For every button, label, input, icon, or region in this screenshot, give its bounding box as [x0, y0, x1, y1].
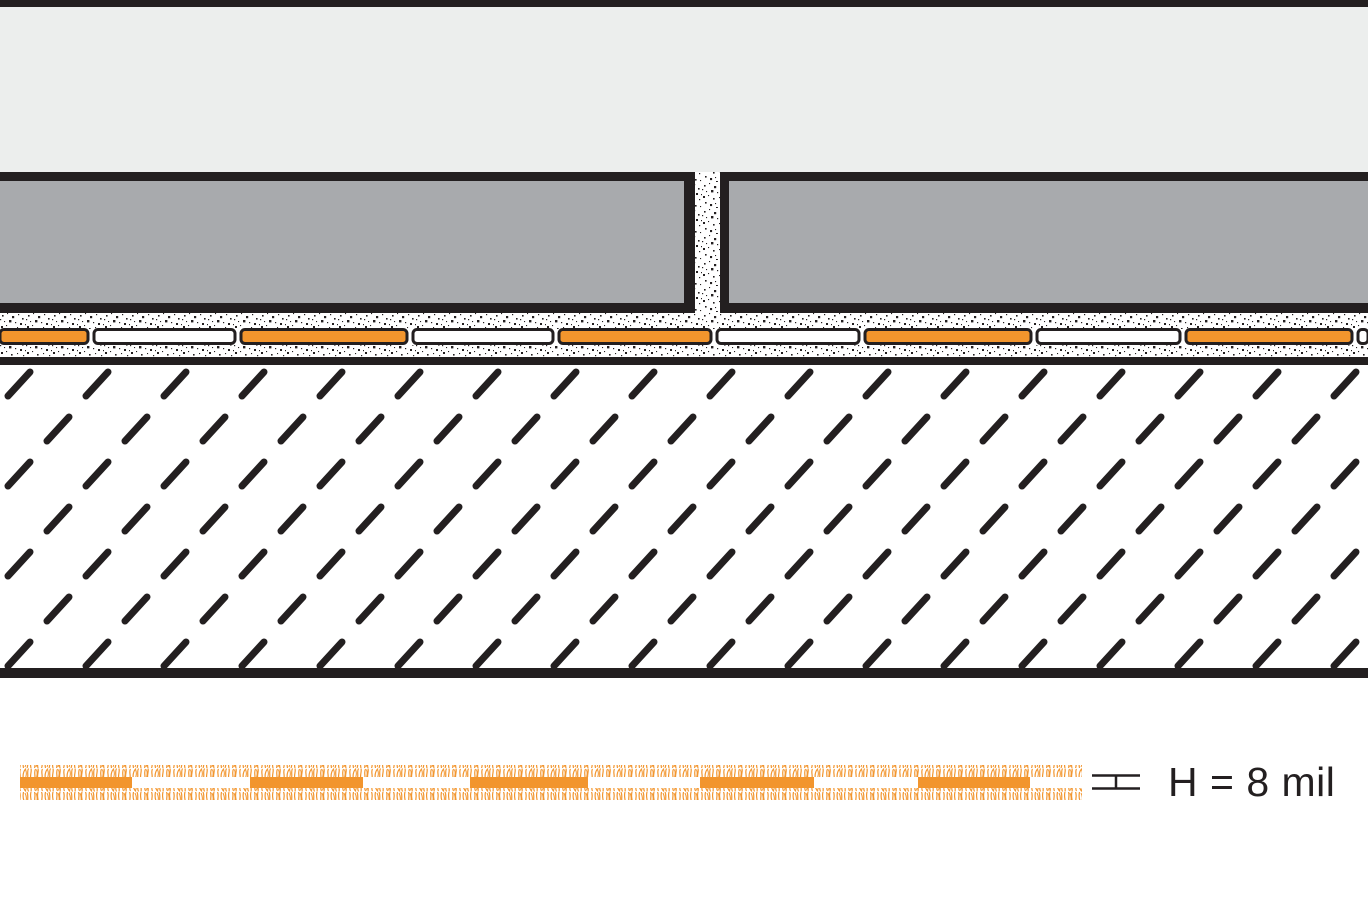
- top-edge-line: [0, 0, 1368, 7]
- membrane-segment-white: [132, 777, 250, 788]
- thinset-upper-layer: [0, 313, 1368, 329]
- membrane-segment-white: [411, 328, 555, 345]
- legend-fleece-top: [20, 765, 1082, 777]
- membrane-segment-white: [92, 328, 237, 345]
- membrane-segment-white: [715, 328, 861, 345]
- membrane-segment-orange: [918, 777, 1030, 788]
- thickness-label: H = 8 mil: [1168, 759, 1335, 805]
- tile-right: [729, 181, 1368, 303]
- membrane-segment-orange: [250, 777, 363, 788]
- membrane-segment-white: [1356, 328, 1368, 345]
- legend-fleece-bottom: [20, 788, 1082, 800]
- membrane-segment-orange: [20, 777, 132, 788]
- legend-membrane: [20, 765, 1082, 800]
- substrate-layer: [0, 365, 1368, 668]
- membrane-segment-orange: [470, 777, 588, 788]
- membrane-segment-white: [588, 777, 700, 788]
- membrane-segment-orange: [239, 328, 409, 345]
- membrane-layer: [0, 328, 1368, 345]
- membrane-segment-white: [814, 777, 918, 788]
- substrate-bottom-line: [0, 668, 1368, 678]
- membrane-segment-orange: [557, 328, 713, 345]
- membrane-segment-orange: [700, 777, 814, 788]
- grout-joint: [695, 172, 720, 314]
- legend-membrane-core: [20, 777, 1082, 788]
- upper-slab-layer: [0, 7, 1368, 172]
- thinset-lower-layer: [0, 345, 1368, 357]
- membrane-segment-white: [1035, 328, 1182, 345]
- membrane-segment-orange: [863, 328, 1033, 345]
- membrane-segment-white: [363, 777, 470, 788]
- membrane-segment-orange: [0, 328, 90, 345]
- membrane-segment-orange: [1184, 328, 1354, 345]
- tile-left: [0, 181, 684, 303]
- substrate-top-line: [0, 357, 1368, 365]
- membrane-segment-white: [1030, 777, 1082, 788]
- thickness-bracket: [1092, 774, 1140, 790]
